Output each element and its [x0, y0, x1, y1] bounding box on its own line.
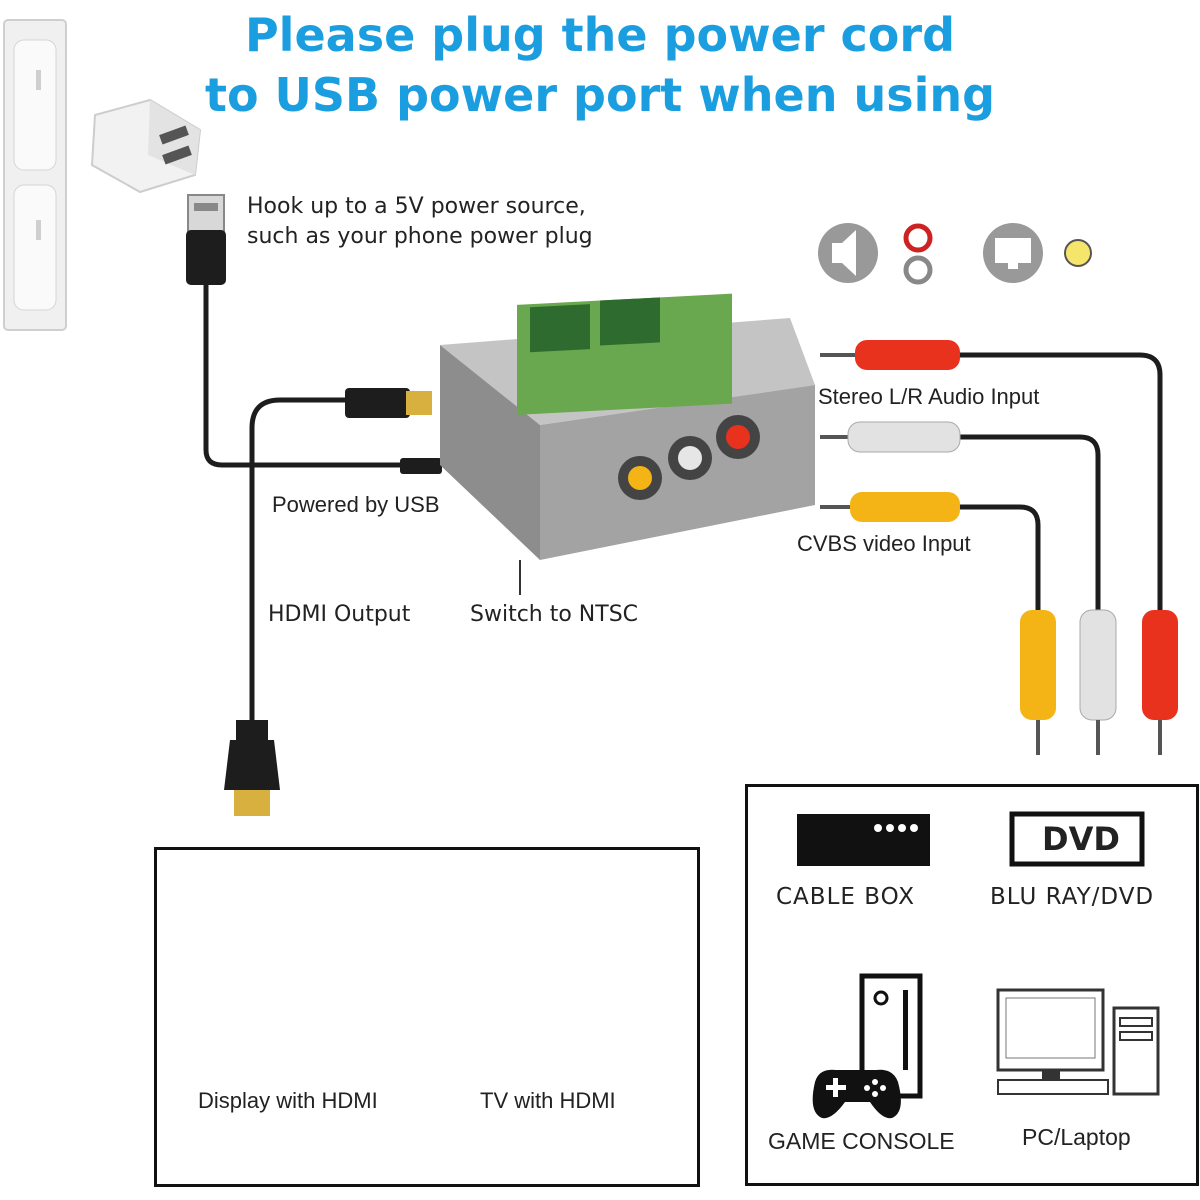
- headline-line-1: Please plug the power cord: [244, 8, 956, 62]
- cvbs-video-label: CVBS video Input: [797, 531, 971, 556]
- stereo-audio-label: Stereo L/R Audio Input: [818, 384, 1040, 409]
- output-devices-box: [154, 847, 700, 1187]
- power-hint-line-1: Hook up to a 5V power source,: [247, 194, 586, 219]
- audio-red-dot: [903, 223, 933, 253]
- audio-white-dot: [903, 255, 933, 285]
- usb-charger-icon: [90, 98, 202, 194]
- monitor-icon: [983, 223, 1043, 283]
- dvd-player-icon: [1009, 811, 1145, 867]
- cable-box-icon: [797, 814, 930, 866]
- display-label: Display with HDMI: [198, 1088, 378, 1113]
- hdmi-plug-icon: [224, 740, 280, 790]
- tv-label: TV with HDMI: [480, 1088, 616, 1113]
- hdmi-cable: [224, 388, 432, 816]
- usb-plug-icon: [186, 194, 442, 474]
- wall-outlet-icon: [3, 19, 67, 331]
- rca-cables: [820, 340, 1178, 755]
- speaker-icon: [818, 223, 878, 283]
- gamepad-icon: [812, 1069, 901, 1119]
- hdmi-output-label: HDMI Output: [268, 602, 411, 627]
- powered-by-usb-label: Powered by USB: [272, 492, 440, 517]
- console-label: GAME CONSOLE: [768, 1128, 955, 1154]
- switch-ntsc-label: Switch to NTSC: [470, 602, 639, 627]
- converter-device: [440, 293, 815, 595]
- headline-line-2: to USB power port when using: [204, 68, 996, 122]
- bluray-label: BLU RAY/DVD: [990, 884, 1155, 910]
- source-devices-box: [745, 784, 1199, 1186]
- cable-box-label: CABLE BOX: [776, 884, 915, 910]
- pc-label: PC/Laptop: [1022, 1124, 1131, 1150]
- pc-icon: [996, 988, 1160, 1096]
- video-yellow-dot: [1064, 239, 1092, 267]
- power-hint-line-2: such as your phone power plug: [247, 224, 593, 249]
- dvd-logo-text: DVD: [1042, 820, 1120, 858]
